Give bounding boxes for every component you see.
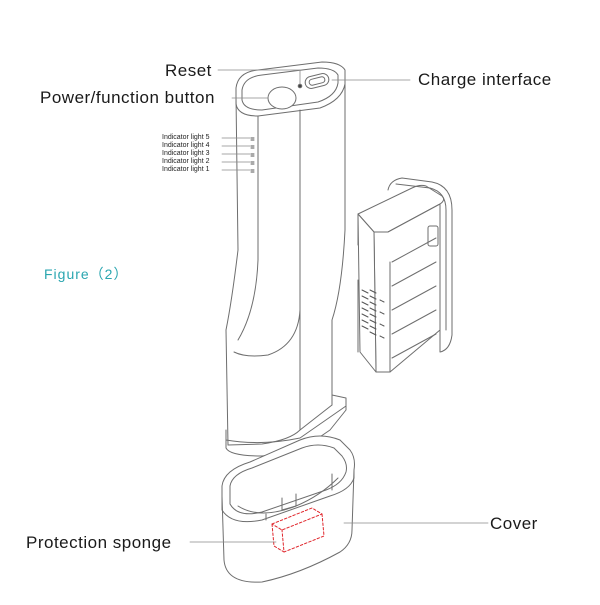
- label-indicator-4: Indicator light 4: [162, 142, 210, 149]
- label-charge-interface: Charge interface: [418, 70, 552, 89]
- label-indicator-1: Indicator light 1: [162, 166, 210, 173]
- tower-right-edge: [233, 109, 301, 357]
- tower-base-line: [225, 405, 347, 444]
- tower-lower-front: [227, 309, 301, 446]
- label-reset: Reset: [165, 61, 212, 80]
- label-figure: Figure（2）: [44, 266, 129, 282]
- battery-ribs: [391, 237, 437, 359]
- battery-rail: [387, 177, 453, 353]
- label-cover: Cover: [490, 514, 538, 533]
- label-protection-sponge: Protection sponge: [26, 533, 172, 552]
- label-indicator-5: Indicator light 5: [162, 134, 210, 141]
- battery-contacts: [361, 289, 385, 339]
- tower-front-ridge: [237, 115, 259, 341]
- label-indicator-2: Indicator light 2: [162, 158, 210, 165]
- cover-body: [221, 469, 355, 583]
- label-power-button: Power/function button: [40, 88, 215, 107]
- power-button-icon[interactable]: [267, 86, 297, 110]
- indicator-lights: [250, 137, 255, 173]
- charge-port-icon: [304, 73, 330, 89]
- reset-pinhole-icon[interactable]: [297, 83, 303, 89]
- leader-lines: [189, 69, 489, 543]
- tower-top-inner: [241, 67, 339, 111]
- battery-pack: [357, 177, 453, 373]
- tower-lower-side: [299, 404, 333, 431]
- cover-rim-inner: [229, 444, 347, 515]
- tower-body: [225, 61, 347, 457]
- tower-left-edge: [225, 95, 239, 446]
- cover-case: [221, 435, 355, 583]
- protection-sponge-outline: [271, 507, 325, 553]
- tower-back-edge: [331, 83, 346, 406]
- cover-rim-outer: [221, 435, 355, 523]
- label-indicator-3: Indicator light 3: [162, 150, 210, 157]
- leader-reset: [217, 69, 301, 85]
